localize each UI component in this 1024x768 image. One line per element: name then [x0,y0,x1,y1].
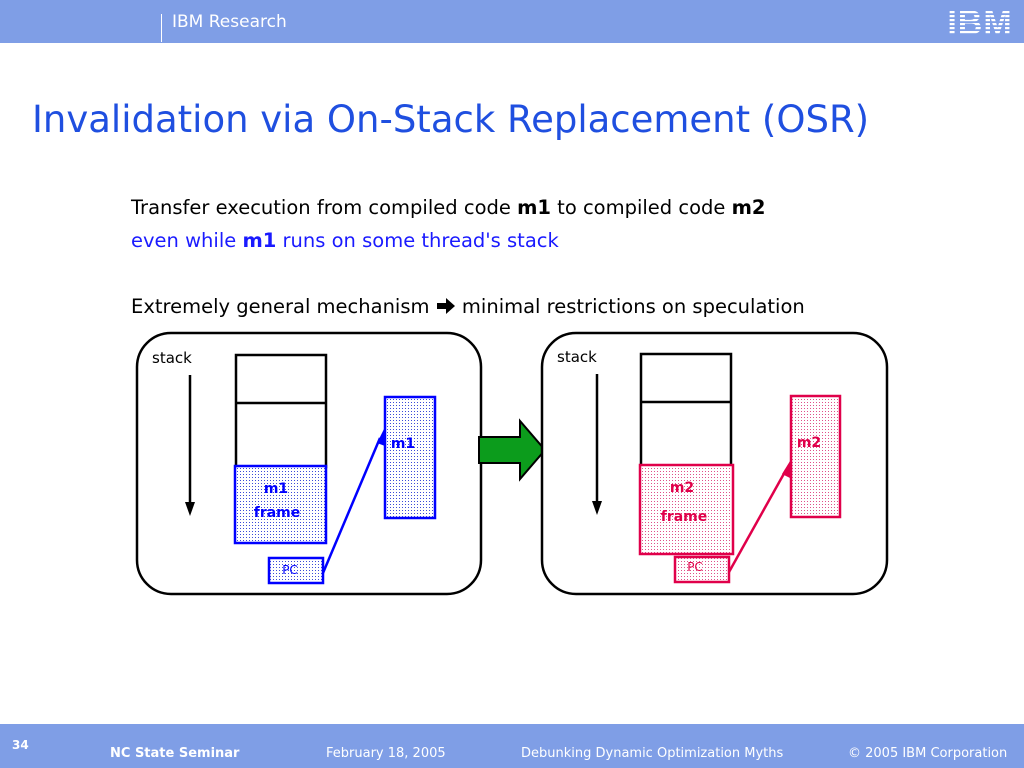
right-stack-arrowhead-icon [592,501,602,515]
left-frame-label-2: frame [254,505,301,521]
right-arrow-icon [436,297,456,320]
left-pc-pointer-arrowhead-icon [377,429,385,446]
left-stack-frames [234,353,328,469]
text-line-2: even while m1 runs on some thread's stac… [131,229,559,252]
right-pc-box [673,555,731,584]
text-line-3: Extremely general mechanism minimal rest… [131,295,805,320]
left-pc-label: PC [282,563,298,577]
right-panel: stack m2 frame PC m2 [540,331,889,596]
footer-bar: 34 NC State Seminar February 18, 2005 De… [0,724,1024,768]
left-m1-frame [233,464,328,545]
left-m1-code [383,395,437,520]
left-frame-label-1: m1 [264,481,288,497]
line1-mid: to compiled code [550,196,732,219]
right-m2-code [789,394,842,519]
right-stack-label: stack [557,348,597,366]
transition-arrow-icon [478,418,547,482]
text-line-1: Transfer execution from compiled code m1… [131,196,766,219]
footer-date: February 18, 2005 [326,746,446,761]
left-pc-pointer [321,437,382,574]
page-number: 34 [12,738,29,752]
left-stack-arrowhead-icon [185,502,195,516]
left-panel: stack m1 frame PC m1 [135,331,483,596]
svg-text:IBM: IBM [947,4,1012,39]
right-pc-pointer [727,469,788,573]
left-stack-label: stack [152,349,192,367]
line1-pre: Transfer execution from compiled code [131,196,518,219]
right-stack-frames [639,352,733,468]
right-frame-label-1: m2 [670,480,694,496]
footer-copyright: © 2005 IBM Corporation [848,746,1008,761]
footer-talk: Debunking Dynamic Optimization Myths [521,746,784,761]
right-pc-pointer-arrowhead-icon [782,461,790,478]
header-bar: IBM Research IBM [0,0,1024,43]
line1-m2: m2 [731,196,766,219]
header-org: IBM Research [172,12,287,32]
line1-m1: m1 [517,196,551,219]
slide-title: Invalidation via On-Stack Replacement (O… [32,98,870,141]
line2-post: runs on some thread's stack [276,229,559,252]
right-m2-frame [638,463,735,556]
right-code-label: m2 [797,435,821,451]
line3-pre: Extremely general mechanism [131,295,436,318]
right-frame-label-2: frame [661,509,708,525]
line2-pre: even while [131,229,243,252]
line2-m1: m1 [242,229,277,252]
footer-event: NC State Seminar [110,746,240,761]
left-code-label: m1 [391,436,415,452]
header-divider [161,14,162,42]
ibm-logo: IBM [947,4,1012,39]
right-pc-label: PC [687,560,703,574]
line3-post: minimal restrictions on speculation [455,295,805,318]
